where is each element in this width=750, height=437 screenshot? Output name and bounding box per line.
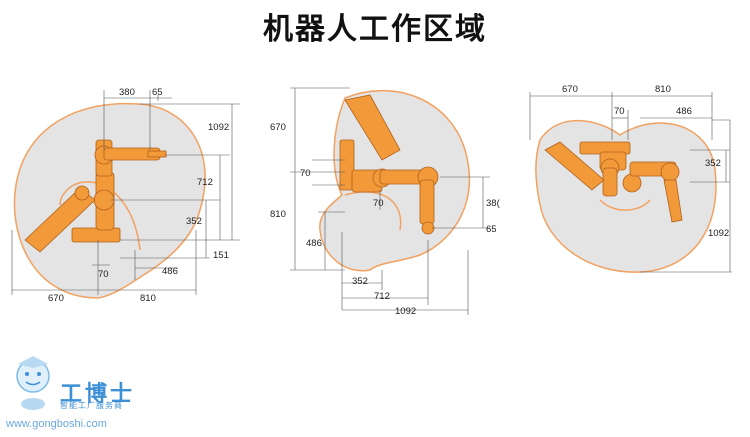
middle-dim-1092: 1092 <box>395 306 416 317</box>
watermark-subtitle: 智能工厂服务商 <box>60 401 123 410</box>
right-dim-70: 70 <box>614 106 625 117</box>
middle-dim-712: 712 <box>374 291 390 302</box>
left-dim-670: 670 <box>48 293 64 304</box>
middle-dim-352: 352 <box>352 276 368 287</box>
left-dim-70: 70 <box>98 269 109 280</box>
watermark-brand: 工博士 <box>60 382 136 407</box>
middle-dim-486: 486 <box>306 238 322 249</box>
left-dim-65: 65 <box>152 87 163 98</box>
middle-dim-810: 810 <box>270 209 286 220</box>
right-dim-1092: 1092 <box>708 228 729 239</box>
watermark-url: www.gongboshi.com <box>6 418 107 430</box>
middle-inner-arc <box>344 191 402 231</box>
middle-view: 670 70 810 70 486 38( 65 352 712 1092 <box>270 87 501 317</box>
left-dimension-lines <box>11 90 240 295</box>
right-dim-486: 486 <box>676 106 692 117</box>
left-dim-1092: 1092 <box>208 122 229 133</box>
left-dim-810: 810 <box>140 293 156 304</box>
left-dim-380: 380 <box>119 87 135 98</box>
middle-dimension-lines <box>290 87 490 315</box>
middle-robot <box>339 94 439 235</box>
left-dim-486: 486 <box>162 266 178 277</box>
middle-dim-65: 65 <box>486 224 497 235</box>
right-dim-352: 352 <box>705 158 721 169</box>
left-dim-352: 352 <box>186 216 202 227</box>
middle-dim-70a: 70 <box>300 168 311 179</box>
middle-dim-70b: 70 <box>373 198 384 209</box>
mascot-logo-icon <box>16 356 50 410</box>
right-inner-arc <box>599 199 651 211</box>
left-dim-151: 151 <box>213 250 229 261</box>
middle-dim-670: 670 <box>270 122 286 133</box>
right-view: 670 810 70 486 352 1092 <box>529 84 732 273</box>
right-robot <box>544 141 683 223</box>
page-title: 机器人工作区域 <box>263 12 487 47</box>
right-dimension-lines <box>529 92 732 273</box>
left-dim-712: 712 <box>197 177 213 188</box>
right-envelope <box>535 119 717 273</box>
right-dim-810: 810 <box>655 84 671 95</box>
left-inner-arc <box>59 181 141 251</box>
right-dim-670: 670 <box>562 84 578 95</box>
left-view: 380 65 1092 712 352 151 70 486 670 810 <box>11 87 240 304</box>
left-robot <box>24 139 167 253</box>
middle-dim-380: 38( <box>486 198 501 209</box>
